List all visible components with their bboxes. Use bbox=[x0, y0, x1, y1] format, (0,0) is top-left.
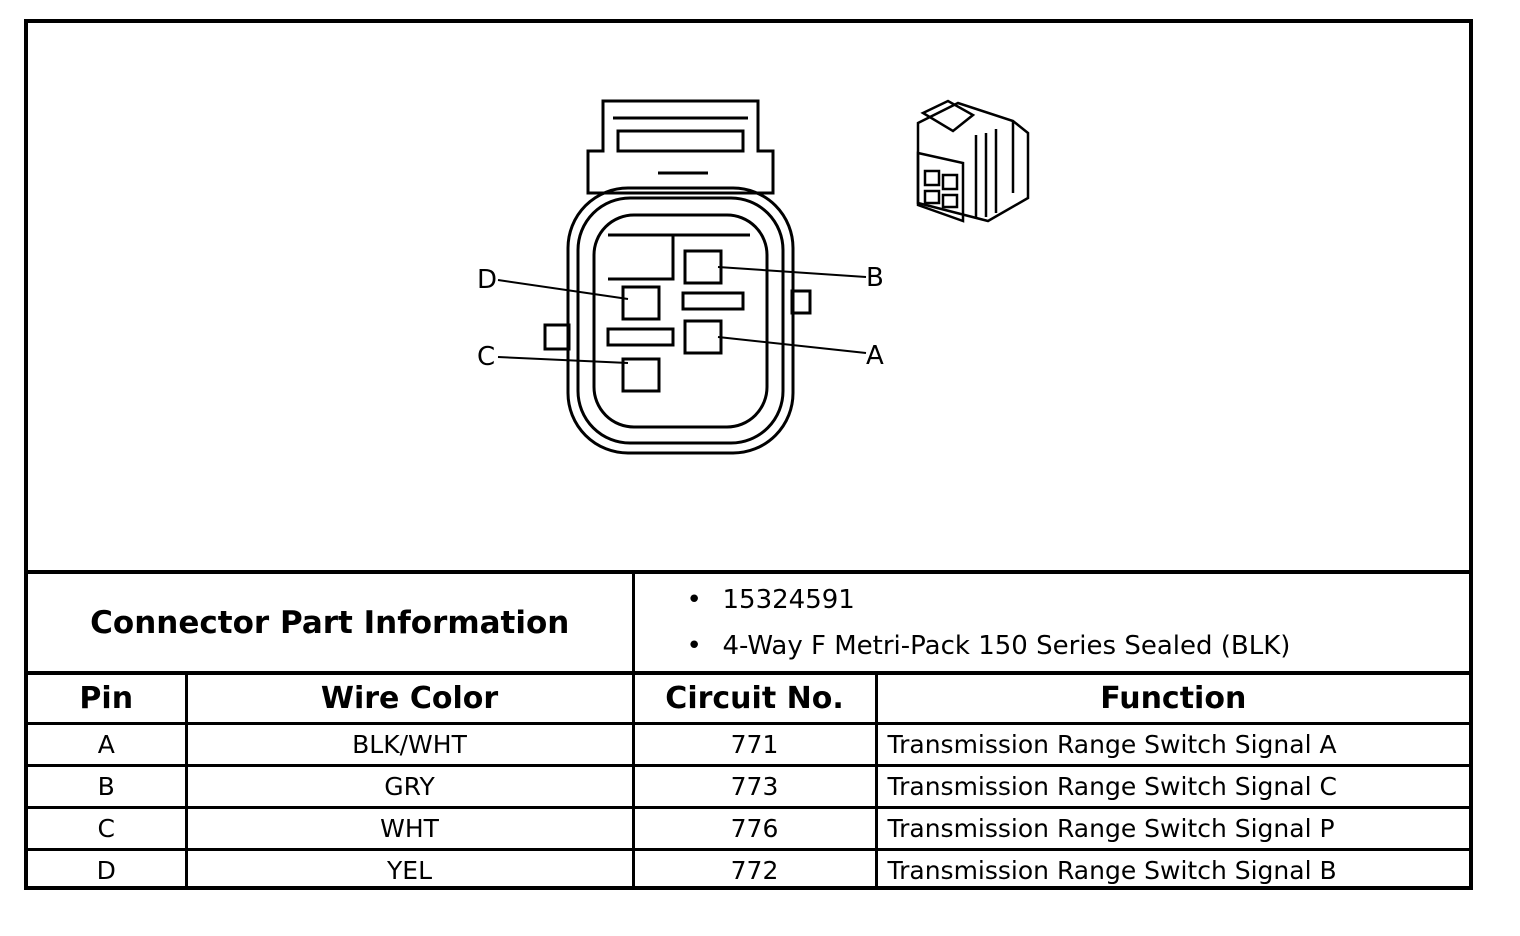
part-description: 4-Way F Metri-Pack 150 Series Sealed (BL… bbox=[687, 623, 1470, 669]
pin-label-b: B bbox=[866, 263, 884, 293]
header-pin: Pin bbox=[28, 671, 188, 725]
wire-color-cell: BLK/WHT bbox=[184, 722, 635, 767]
circuit-cell: 772 bbox=[631, 848, 878, 890]
cavity-d bbox=[621, 285, 661, 321]
pin-cell: B bbox=[28, 764, 188, 809]
function-cell: Transmission Range Switch Signal P bbox=[874, 806, 1470, 851]
pin-label-c: C bbox=[477, 342, 495, 372]
table-row: B GRY 773 Transmission Range Switch Sign… bbox=[28, 764, 1470, 809]
connector-sheet: D B C A bbox=[24, 19, 1473, 890]
wire-color-cell: WHT bbox=[184, 806, 635, 851]
table-row: A BLK/WHT 771 Transmission Range Switch … bbox=[28, 722, 1470, 767]
table-header-row: Pin Wire Color Circuit No. Function bbox=[28, 671, 1470, 725]
pin-cell: A bbox=[28, 722, 188, 767]
connector-thumbnail bbox=[916, 99, 1030, 223]
connector-part-label: Connector Part Information bbox=[28, 574, 635, 675]
function-cell: Transmission Range Switch Signal B bbox=[874, 848, 1470, 890]
circuit-cell: 771 bbox=[631, 722, 878, 767]
header-circuit-no: Circuit No. bbox=[631, 671, 878, 725]
pin-cell: C bbox=[28, 806, 188, 851]
pin-label-d: D bbox=[477, 265, 497, 295]
function-cell: Transmission Range Switch Signal C bbox=[874, 764, 1470, 809]
part-number: 15324591 bbox=[687, 577, 1470, 623]
cavity-a bbox=[683, 319, 723, 355]
connector-diagram: D B C A bbox=[28, 23, 1469, 574]
pin-label-a: A bbox=[866, 341, 884, 371]
cavity-c bbox=[621, 357, 661, 393]
table-row: D YEL 772 Transmission Range Switch Sign… bbox=[28, 848, 1470, 890]
table-row: C WHT 776 Transmission Range Switch Sign… bbox=[28, 806, 1470, 851]
header-wire-color: Wire Color bbox=[184, 671, 635, 725]
circuit-cell: 776 bbox=[631, 806, 878, 851]
connector-part-row: Connector Part Information 15324591 4-Wa… bbox=[28, 574, 1470, 675]
cavity-b bbox=[683, 249, 723, 285]
function-cell: Transmission Range Switch Signal A bbox=[874, 722, 1470, 767]
pin-cell: D bbox=[28, 848, 188, 890]
connector-info-table: Connector Part Information 15324591 4-Wa… bbox=[28, 574, 1470, 890]
connector-part-values: 15324591 4-Way F Metri-Pack 150 Series S… bbox=[631, 574, 1470, 675]
header-function: Function bbox=[874, 671, 1470, 725]
circuit-cell: 773 bbox=[631, 764, 878, 809]
connector-face-drawing: D B C A bbox=[477, 99, 1030, 455]
wire-color-cell: YEL bbox=[184, 848, 635, 890]
wire-color-cell: GRY bbox=[184, 764, 635, 809]
